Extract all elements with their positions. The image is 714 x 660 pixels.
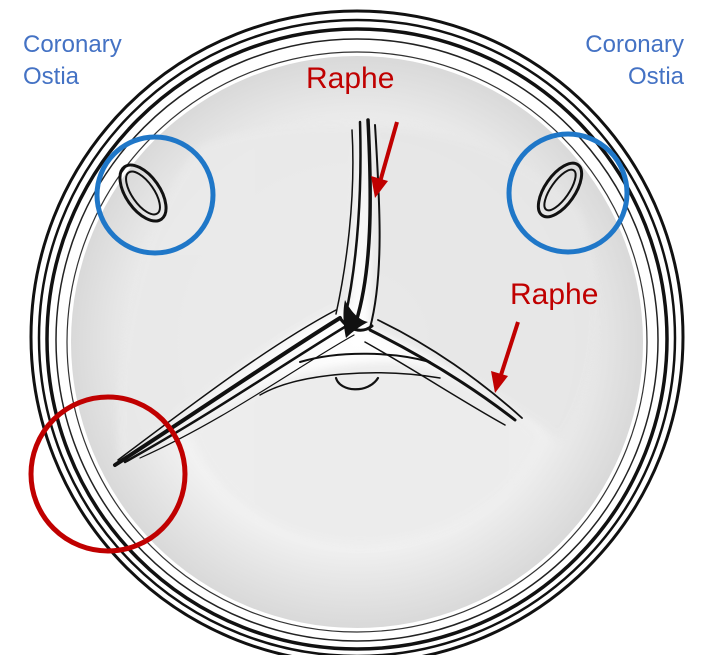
coronary-ostium-right (536, 161, 584, 219)
outer-ring-1 (29, 9, 685, 660)
raphe-arrows (371, 121, 520, 393)
ostia-label-right-line1: Coronary (585, 31, 684, 58)
raphe-right-arrow-head (491, 371, 508, 393)
raphe-top-arrow-shaft (378, 121, 399, 183)
nodule (334, 376, 380, 391)
commissure-top-2 (354, 118, 372, 324)
ostia-highlight-left (94, 134, 216, 256)
raphe-label-top: Raphe (306, 62, 394, 95)
outer-ring-4 (55, 38, 659, 642)
commissure-top-1 (343, 120, 362, 320)
ostia-label-left-line1: Coronary (23, 31, 122, 58)
bottom-leaflet-shade (190, 361, 540, 545)
commissure-right-1 (368, 328, 517, 422)
commissure-right-3 (364, 341, 506, 426)
ostia-highlight-right (506, 131, 630, 255)
commissure-highlight-left (28, 394, 188, 554)
raphe-top-arrow-head (371, 176, 388, 198)
raphe-label-right: Raphe (510, 278, 598, 311)
central-edge (299, 352, 431, 363)
commissures (113, 118, 523, 467)
right-leaflet-shade (370, 125, 598, 440)
commissure-left-2 (123, 323, 350, 464)
commissure-top-3 (369, 124, 381, 329)
commissure-left-1 (113, 316, 342, 467)
bottom-leaflet-edge (259, 372, 441, 396)
left-leaflet-shade (117, 123, 361, 466)
outer-ring-3 (45, 27, 669, 651)
ostia-label-right-line2: Ostia (628, 63, 685, 90)
commissure-top-4 (335, 129, 354, 315)
coronary-ostium-left (118, 163, 168, 223)
labels: Coronary Ostia Coronary Ostia Raphe Raph… (23, 31, 685, 311)
commissure-right-2 (377, 319, 523, 419)
raphe-right-arrow-shaft (498, 321, 520, 379)
central-orifice (343, 300, 368, 338)
leaflet-shading (117, 123, 598, 545)
commissure-left-3 (117, 309, 337, 461)
ostia-label-left-line2: Ostia (23, 63, 80, 90)
commissure-left-4 (139, 334, 355, 459)
inner-ring (66, 51, 648, 633)
